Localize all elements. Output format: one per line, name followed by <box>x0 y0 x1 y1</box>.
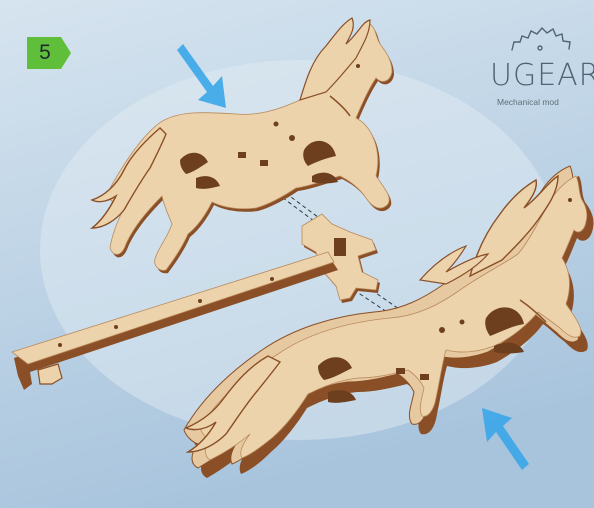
lower-horse-assembly <box>184 166 594 478</box>
